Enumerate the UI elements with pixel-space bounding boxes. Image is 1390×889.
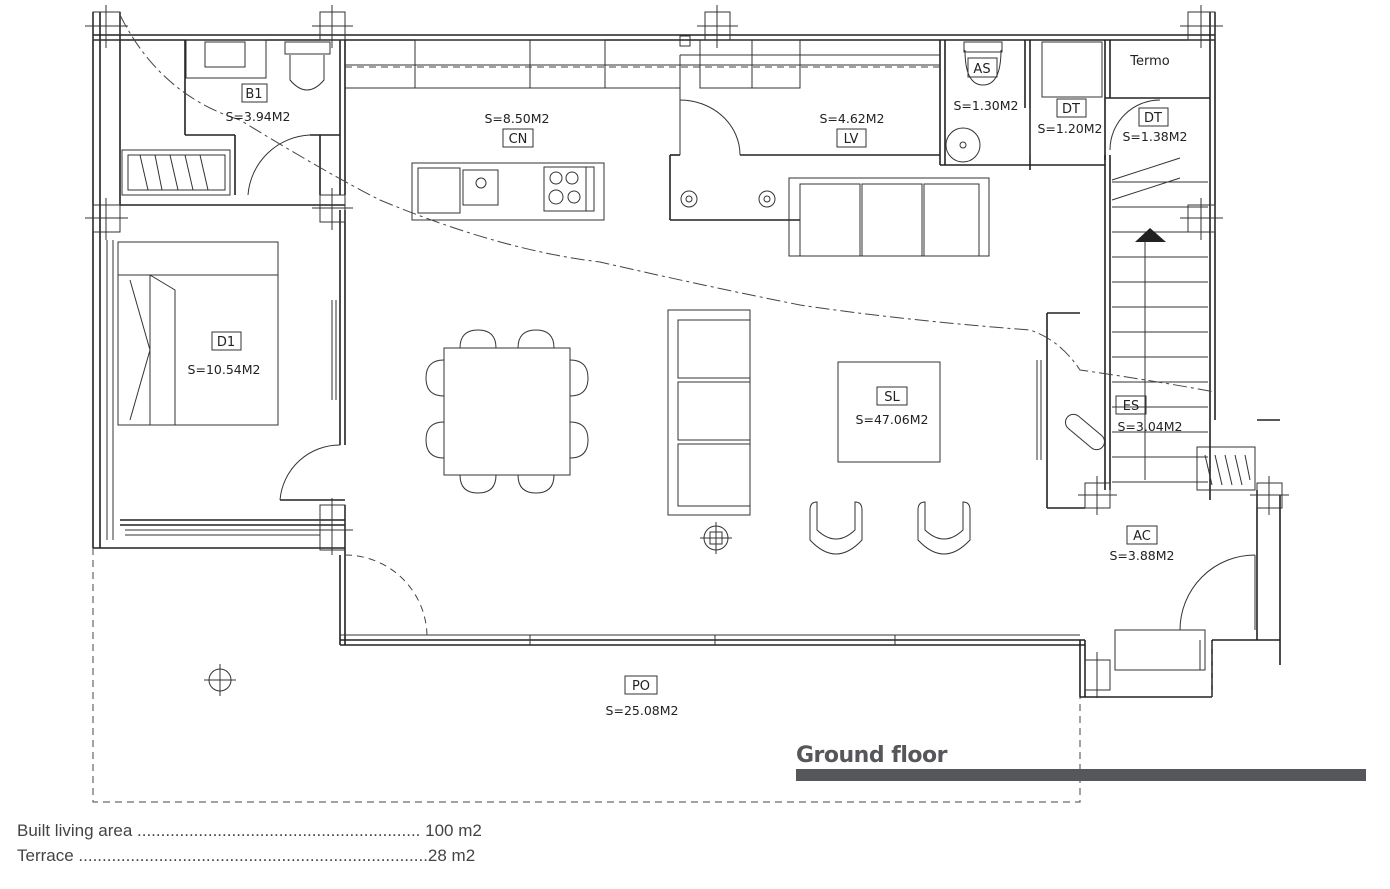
- kitchen-island: [411, 162, 605, 221]
- room-label-d1: D1: [217, 335, 235, 350]
- title-underline-bar: [796, 769, 1366, 781]
- dining-table: [425, 329, 589, 494]
- armchairs: [809, 501, 971, 555]
- room-area-d1: S=10.54M2: [188, 362, 261, 377]
- room-area-ac: S=3.88M2: [1110, 548, 1175, 563]
- floor-title: Ground floor: [796, 743, 948, 768]
- room-label-b1: B1: [245, 87, 262, 102]
- room-label-po: PO: [632, 679, 650, 694]
- laundry: [680, 190, 776, 208]
- bed: [117, 241, 279, 426]
- room-area-lv: S=4.62M2: [820, 111, 885, 126]
- windows: [106, 240, 1206, 671]
- room-label-dt-1: DT: [1062, 102, 1080, 117]
- doors: [279, 99, 1256, 638]
- room-area-es: S=3.04M2: [1118, 419, 1183, 434]
- room-area-po: S=25.08M2: [606, 703, 679, 718]
- light-fixture-icon: [204, 522, 732, 696]
- room-area-sl: S=47.06M2: [856, 412, 929, 427]
- toilet-as: [945, 41, 1103, 163]
- staircase: [1111, 157, 1208, 483]
- sofa-living: [667, 309, 751, 516]
- structural-columns: [85, 5, 1289, 698]
- built-living-area-line: Built living area ......................…: [17, 821, 482, 840]
- room-area-dt-1: S=1.20M2: [1038, 121, 1103, 136]
- room-area-b1: S=3.94M2: [226, 109, 291, 124]
- room-area-cn: S=8.50M2: [485, 111, 550, 126]
- room-labels: B1 S=3.94M2 S=8.50M2 CN S=4.62M2 LV AS S…: [188, 54, 1188, 718]
- radiators: [1065, 413, 1256, 491]
- section-cut-line: [119, 14, 1216, 393]
- terrace-area-line: Terrace ................................…: [17, 846, 476, 865]
- room-area-as: S=1.30M2: [954, 98, 1019, 113]
- room-label-dt-2: DT: [1144, 111, 1162, 126]
- room-label-sl: SL: [884, 390, 900, 405]
- coffee-table: [837, 361, 941, 463]
- room-label-lv: LV: [844, 132, 859, 147]
- room-label-ac: AC: [1133, 529, 1151, 544]
- sofa-top: [788, 177, 990, 257]
- room-label-as: AS: [973, 62, 990, 77]
- walls: [92, 12, 1281, 698]
- room-area-dt-2: S=1.38M2: [1123, 129, 1188, 144]
- room-label-cn: CN: [509, 132, 528, 147]
- room-label-es: ES: [1123, 399, 1139, 414]
- room-label-termo: Termo: [1129, 54, 1170, 69]
- terrace-boundary: [92, 548, 1213, 803]
- bathroom-b1: [121, 39, 331, 196]
- kitchen-counter: [345, 35, 940, 156]
